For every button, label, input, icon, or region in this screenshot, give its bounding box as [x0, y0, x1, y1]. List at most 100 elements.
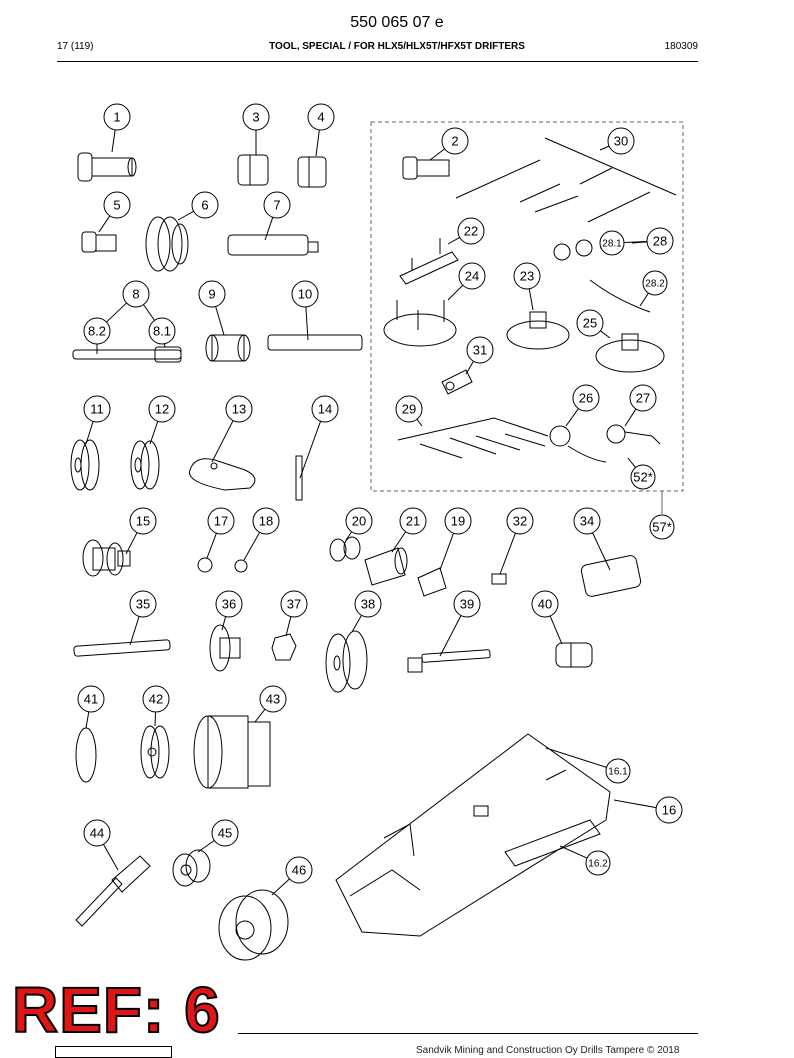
- part-16: [336, 734, 610, 936]
- part-35: [74, 640, 170, 657]
- leader-line: [244, 532, 260, 560]
- callout-8-1: 8.1: [149, 318, 175, 347]
- part-44: [76, 856, 150, 926]
- callout-label: 37: [287, 597, 301, 612]
- callout-connector: [143, 305, 154, 321]
- callout-label: 5: [113, 198, 120, 213]
- leader-line: [566, 409, 578, 426]
- leader-line: [448, 237, 460, 244]
- leader-line: [126, 533, 137, 554]
- callout-label: 46: [292, 863, 306, 878]
- callout-label: 19: [451, 514, 465, 529]
- leader-line: [546, 748, 607, 767]
- part-30: [456, 138, 676, 222]
- callout-label: 44: [90, 826, 104, 841]
- callout-label: 31: [473, 343, 487, 358]
- callout-4: 4: [308, 104, 334, 156]
- callout-label: 24: [465, 269, 479, 284]
- callout-label: 8.2: [88, 324, 106, 339]
- part-17: [198, 558, 212, 572]
- callout-8: 8: [123, 281, 149, 307]
- callout-43: 43: [255, 686, 286, 722]
- callout-label: 35: [136, 597, 150, 612]
- callout-32: 32: [500, 508, 533, 574]
- part-23: [507, 312, 569, 349]
- part-10: [268, 335, 362, 350]
- callout-20: 20: [346, 508, 372, 540]
- callout-18: 18: [244, 508, 279, 560]
- callout-29: 29: [396, 396, 422, 426]
- leader-line: [207, 533, 216, 558]
- callout-label: 4: [317, 110, 324, 125]
- part-13: [189, 459, 255, 490]
- callout-1: 1: [104, 104, 130, 152]
- callout-6: 6: [178, 192, 218, 220]
- callout-label: 36: [222, 597, 236, 612]
- leader-line: [255, 709, 265, 722]
- part-37: [272, 634, 296, 660]
- callout-label: 10: [298, 287, 312, 302]
- callout-label: 52*: [633, 470, 653, 485]
- leader-line: [155, 712, 156, 726]
- callout-52: 52*: [628, 458, 655, 489]
- callout-41: 41: [78, 686, 104, 728]
- footer-divider: [238, 1033, 698, 1034]
- callout-35: 35: [130, 591, 156, 645]
- leader-line: [300, 421, 321, 478]
- part-18: [235, 560, 247, 572]
- callout-28-1: 28.1: [600, 231, 624, 255]
- leader-line: [216, 306, 224, 335]
- callout-label: 20: [352, 514, 366, 529]
- footer-copyright: Sandvik Mining and Construction Oy Drill…: [416, 1045, 696, 1056]
- callout-3: 3: [243, 104, 269, 155]
- callout-label: 3: [252, 110, 259, 125]
- part-8: [73, 347, 181, 362]
- callout-label: 21: [406, 514, 420, 529]
- leader-line: [625, 409, 636, 426]
- callout-label: 16: [662, 803, 676, 818]
- callout-25: 25: [577, 310, 610, 338]
- part-42: [141, 726, 169, 778]
- leader-line: [560, 846, 587, 858]
- leader-line: [600, 331, 610, 338]
- callout-44: 44: [84, 820, 118, 870]
- part-11: [71, 440, 99, 490]
- callout-label: 28.1: [602, 239, 622, 250]
- callout-label: 13: [232, 402, 246, 417]
- callout-31: 31: [466, 337, 493, 374]
- part-34: [580, 555, 641, 598]
- part-21: [365, 548, 407, 585]
- leader-line: [99, 216, 110, 232]
- callout-label: 34: [580, 514, 594, 529]
- callout-label: 2: [451, 134, 458, 149]
- part-39: [408, 650, 490, 672]
- leader-line: [500, 533, 515, 574]
- part-9: [206, 335, 250, 361]
- leader-line: [550, 616, 562, 644]
- part-15: [83, 540, 130, 576]
- part-1: [78, 153, 136, 181]
- ref-stamp: REF: 6: [12, 978, 221, 1042]
- callout-9: 9: [199, 281, 225, 335]
- callout-36: 36: [216, 591, 242, 630]
- callout-label: 32: [513, 514, 527, 529]
- callout-10: 10: [292, 281, 318, 340]
- part-2: [403, 157, 449, 179]
- callout-13: 13: [212, 396, 252, 462]
- callout-connector: [106, 303, 126, 322]
- callout-label: 30: [614, 134, 628, 149]
- callout-label: 22: [464, 224, 478, 239]
- leader-line: [178, 211, 194, 220]
- leader-line: [417, 419, 422, 426]
- part-28: [554, 240, 650, 312]
- part-27: [607, 425, 660, 444]
- part-26: [550, 426, 606, 462]
- leader-line: [614, 800, 656, 808]
- leader-line: [448, 285, 463, 300]
- callout-label: 6: [201, 198, 208, 213]
- leader-line: [640, 293, 648, 306]
- leader-line: [130, 616, 139, 645]
- leader-line: [628, 458, 636, 468]
- callout-21: 21: [392, 508, 426, 552]
